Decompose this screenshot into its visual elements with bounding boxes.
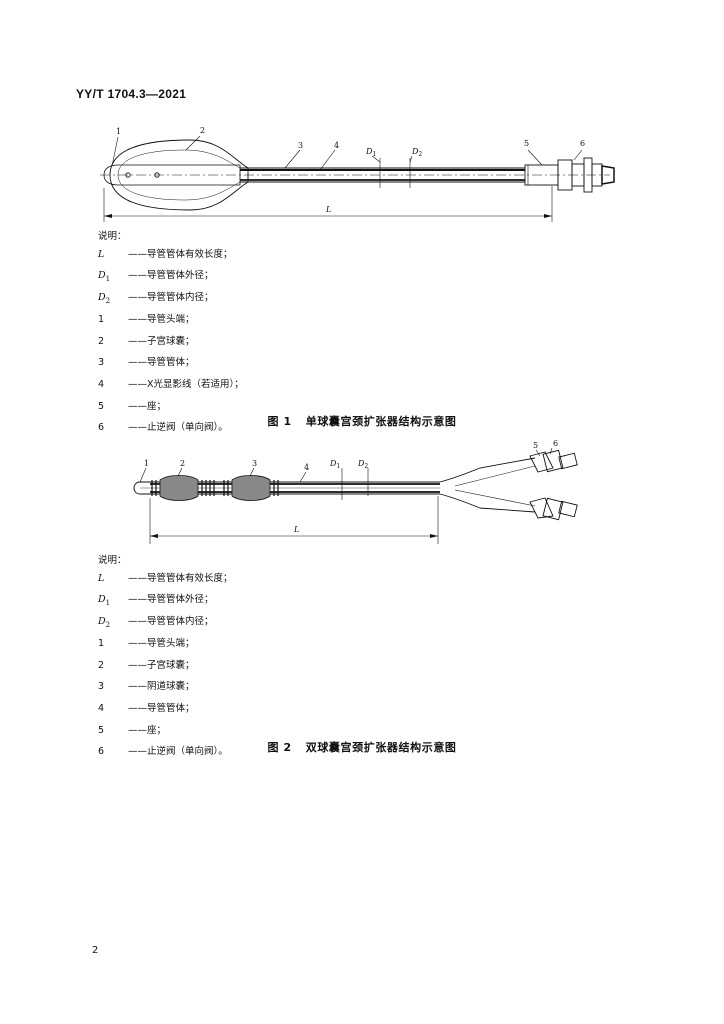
legend-item: 2——子宫球囊； [98,659,195,671]
legend-item: 6——止逆阀（单向阀）。 [98,746,228,758]
legend-item: 6——止逆阀（单向阀）。 [98,422,228,434]
fig2-label-4: 4 [304,463,309,472]
legend-item: L——导管管体有效长度； [98,572,233,584]
fig2-label-6: 6 [553,439,558,448]
figure2-svg: 1 2 3 4 5 6 D1 D2 L [133,439,578,544]
legend-item: 4——X光显影线（若适用）； [98,378,244,390]
fig2-label-5: 5 [533,441,538,450]
legend-item: L——导管管体有效长度； [98,248,233,260]
figure1-legend: 说明： L——导管管体有效长度； D1——导管管体外径； D2——导管管体内径；… [98,228,244,441]
legend-item: 1——导管头端； [98,637,195,649]
fig1-label-d2: D2 [411,147,422,158]
figure1-drawing: 1 2 3 4 5 6 D1 D2 L [0,120,724,230]
legend-item: 3——导管管体； [98,357,195,369]
figure2-legend: 说明： L——导管管体有效长度； D1——导管管体外径； D2——导管管体内径；… [98,552,233,765]
fig2-label-length: L [293,525,299,534]
fig1-label-length: L [325,205,331,214]
fig2-label-d1: D1 [329,459,340,470]
legend-item: D1——导管管体外径； [98,270,214,284]
legend-item: D2——导管管体内径； [98,616,214,630]
legend-item: D1——导管管体外径； [98,594,214,608]
legend-title: 说明： [98,231,127,242]
standard-code: YY/T 1704.3—2021 [76,87,187,101]
page-number: 2 [92,945,99,956]
legend-item: 5——座； [98,400,167,412]
legend-item: 3——阴道球囊； [98,681,195,693]
fig1-label-2: 2 [200,126,205,135]
fig2-label-d2: D2 [357,459,368,470]
legend-item: D2——导管管体内径； [98,292,214,306]
fig1-label-5: 5 [524,139,529,148]
fig1-label-4: 4 [334,141,339,150]
fig1-label-3: 3 [298,141,303,150]
legend-item: 5——座； [98,724,167,736]
fig1-label-d1: D1 [365,147,376,158]
fig2-label-3: 3 [252,459,257,468]
legend-item: 4——导管管体； [98,702,195,714]
fig1-label-6: 6 [580,139,585,148]
legend-title: 说明： [98,555,127,566]
fig2-label-2: 2 [180,459,185,468]
legend-item: 2——子宫球囊； [98,335,195,347]
fig2-label-1: 1 [144,459,149,468]
figure1-svg: 1 2 3 4 5 6 D1 D2 L [100,126,615,222]
figure2-drawing: 1 2 3 4 5 6 D1 D2 L [0,438,724,550]
legend-item: 1——导管头端； [98,313,195,325]
fig1-label-1: 1 [116,127,121,136]
